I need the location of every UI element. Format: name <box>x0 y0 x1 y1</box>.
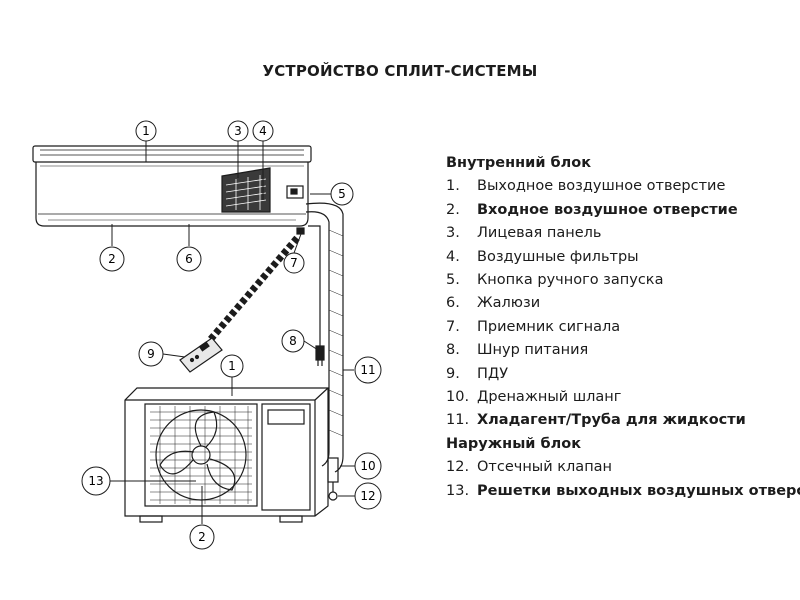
legend-item: 4. Воздушные фильтры <box>446 246 796 269</box>
outdoor-unit <box>124 387 339 523</box>
legend-item-number: 4. <box>446 248 460 265</box>
svg-text:4: 4 <box>259 124 267 138</box>
svg-text:5: 5 <box>338 187 346 201</box>
legend-item-number: 5. <box>446 272 460 289</box>
legend-item-text: Входное воздушное отверстие <box>477 201 738 218</box>
legend-item: 13. Решетки выходных воздушных отверстий <box>446 480 800 503</box>
legend-item-number: 12. <box>446 459 470 476</box>
legend-item: 1. Выходное воздушное отверстие <box>446 175 796 198</box>
legend-item-text: Воздушные фильтры <box>477 248 639 265</box>
legend-item-text: Кнопка ручного запуска <box>477 272 664 289</box>
callout-11: 11 <box>354 356 382 384</box>
legend-item-text: Дренажный шланг <box>477 389 622 406</box>
remote-control <box>179 337 223 373</box>
svg-text:11: 11 <box>360 363 375 377</box>
legend-item: 12. Отсечный клапан <box>446 456 796 479</box>
parts-legend: Внутренний блок 1. Выходное воздушное отв… <box>446 152 800 503</box>
callout-9: 9 <box>138 341 164 367</box>
legend-item-number: 7. <box>446 318 460 335</box>
legend-item-text: Лицевая панель <box>477 225 602 242</box>
legend-item-number: 9. <box>446 365 460 382</box>
svg-text:1: 1 <box>142 124 150 138</box>
legend-item-text: Решетки выходных воздушных отверстий <box>477 482 800 499</box>
callout-4: 4 <box>252 120 274 142</box>
refrigerant-pipe <box>305 202 344 473</box>
callout-2-outdoor: 2 <box>189 524 215 550</box>
legend-item-text: Приемник сигнала <box>477 318 621 335</box>
legend-item-text: Жалюзи <box>477 295 541 312</box>
legend-item: 8. Шнур питания <box>446 339 796 362</box>
legend-item: 5. Кнопка ручного запуска <box>446 269 796 292</box>
legend-item-number: 10. <box>446 389 470 406</box>
legend-item-number: 1. <box>446 178 460 195</box>
air-filter <box>221 167 271 213</box>
remote-signal <box>207 235 300 343</box>
callout-10: 10 <box>354 452 382 480</box>
legend-item-text: Хладагент/Труба для жидкости <box>477 412 746 429</box>
legend-item: 3. Лицевая панель <box>446 222 796 245</box>
outdoor-parts-list: 12. Отсечный клапан 13. Решетки выходных во… <box>446 456 800 503</box>
legend-item: 10. Дренажный шланг <box>446 386 796 409</box>
shutoff-valve <box>327 457 339 501</box>
indoor-parts-list: 1. Выходное воздушное отверстие 2. Входное … <box>446 175 796 432</box>
legend-item: 6. Жалюзи <box>446 292 796 315</box>
legend-item-text: ПДУ <box>477 365 509 382</box>
outdoor-heading: Наружный блок <box>446 435 582 452</box>
signal-receiver <box>296 227 305 235</box>
legend-item-number: 6. <box>446 295 460 312</box>
svg-text:1: 1 <box>228 359 236 373</box>
legend-item: 11. Хладагент/Труба для жидкости <box>446 409 796 432</box>
legend-item-number: 11. <box>446 412 470 429</box>
callout-6: 6 <box>176 246 202 272</box>
legend-item: 2. Входное воздушное отверстие <box>446 199 796 222</box>
legend-item-number: 2. <box>446 201 460 218</box>
svg-text:3: 3 <box>234 124 242 138</box>
indoor-heading: Внутренний блок <box>446 155 592 171</box>
svg-text:2: 2 <box>108 252 116 266</box>
callout-12: 12 <box>354 482 382 510</box>
indoor-unit <box>32 145 312 235</box>
svg-text:2: 2 <box>198 530 206 544</box>
legend-item-number: 8. <box>446 342 460 359</box>
legend-item-number: 13. <box>446 482 470 499</box>
page-title: УСТРОЙСТВО СПЛИТ-СИСТЕМЫ <box>262 62 538 80</box>
callout-1: 1 <box>135 120 157 142</box>
legend-item-text: Отсечный клапан <box>477 459 613 476</box>
svg-text:9: 9 <box>147 347 155 361</box>
callout-13: 13 <box>81 466 111 496</box>
legend-item-number: 3. <box>446 225 460 242</box>
svg-text:7: 7 <box>290 256 298 270</box>
legend-item: 9. ПДУ <box>446 363 796 386</box>
callout-5: 5 <box>330 182 354 206</box>
svg-text:10: 10 <box>360 459 375 473</box>
svg-text:13: 13 <box>88 474 103 488</box>
power-cord <box>308 225 325 366</box>
callout-2: 2 <box>99 246 125 272</box>
callout-3: 3 <box>227 120 249 142</box>
manual-start-button <box>286 185 304 199</box>
callout-7: 7 <box>283 252 305 274</box>
callout-8: 8 <box>281 329 305 353</box>
legend-item-text: Шнур питания <box>477 342 589 359</box>
svg-text:6: 6 <box>185 252 193 266</box>
svg-text:8: 8 <box>289 334 297 348</box>
legend-item-text: Выходное воздушное отверстие <box>477 178 726 195</box>
callout-1-outdoor: 1 <box>220 354 244 378</box>
fan-grille <box>144 403 258 507</box>
svg-text:12: 12 <box>360 489 375 503</box>
legend-item: 7. Приемник сигнала <box>446 316 796 339</box>
